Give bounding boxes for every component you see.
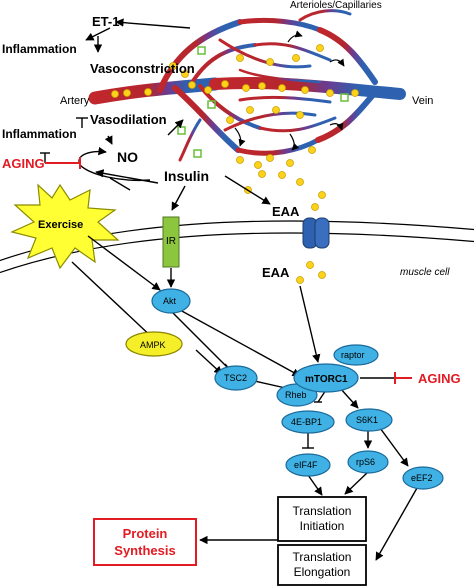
- inflammation-top-label: Inflammation: [2, 42, 77, 56]
- eaa-bottom-label: EAA: [262, 265, 290, 280]
- artery-label: Artery: [60, 95, 90, 107]
- vasoconstriction-label: Vasoconstriction: [90, 61, 195, 76]
- ebp1-node: [281, 410, 335, 434]
- eaa-transporter: [302, 217, 330, 249]
- aging-left-label: AGING: [2, 156, 45, 171]
- translation-elongation-box: [277, 544, 367, 586]
- ir-label: IR: [166, 236, 176, 247]
- insulin-label: Insulin: [164, 168, 209, 184]
- ampk-node: [125, 331, 183, 357]
- vein-label: Vein: [412, 95, 433, 107]
- signalling-nodes: [125, 288, 444, 490]
- ir-receptor: [162, 216, 180, 268]
- s6k1-node: [345, 408, 393, 432]
- eif4f-label: eIF4F: [294, 460, 318, 470]
- ebp1-label: 4E-BP1: [291, 417, 322, 427]
- ampk-label: AMPK: [140, 340, 166, 350]
- inflammation-bottom-label: Inflammation: [2, 127, 77, 141]
- eaa-top-label: EAA: [272, 204, 300, 219]
- s6k1-label: S6K1: [356, 415, 378, 425]
- exercise-starburst: [10, 183, 120, 270]
- vasodilation-label: Vasodilation: [90, 112, 167, 127]
- rps6-label: rpS6: [356, 457, 375, 467]
- akt-node: [151, 288, 191, 314]
- aging-right-label: AGING: [418, 371, 461, 386]
- exercise-label: Exercise: [38, 219, 83, 231]
- tsc2-node: [214, 365, 258, 391]
- eaa-dots: [111, 44, 359, 284]
- arterioles-capillaries-label: Arterioles/Capillaries: [290, 0, 382, 11]
- rheb-label: Rheb: [285, 390, 307, 400]
- translation-initiation-box: [277, 496, 367, 542]
- et1-label: ET-1: [92, 14, 119, 29]
- no-label: NO: [117, 149, 138, 165]
- text-labels: Arterioles/Capillaries ET-1 Inflammation…: [2, 0, 461, 579]
- muscle-cell-label: muscle cell: [400, 267, 450, 278]
- raptor-node: [333, 344, 379, 366]
- protein-synthesis-box: [93, 518, 197, 566]
- eif4f-node: [285, 453, 331, 477]
- tsc2-label: TSC2: [224, 373, 247, 383]
- eef2-node: [402, 466, 444, 490]
- raptor-label: raptor: [341, 350, 365, 360]
- mtorc1-label: mTORC1: [305, 374, 348, 385]
- rps6-node: [347, 450, 389, 474]
- flow-arrows: [234, 30, 345, 151]
- akt-label: Akt: [163, 296, 177, 306]
- mtorc1-node: [293, 363, 359, 393]
- eef2-label: eEF2: [411, 473, 433, 483]
